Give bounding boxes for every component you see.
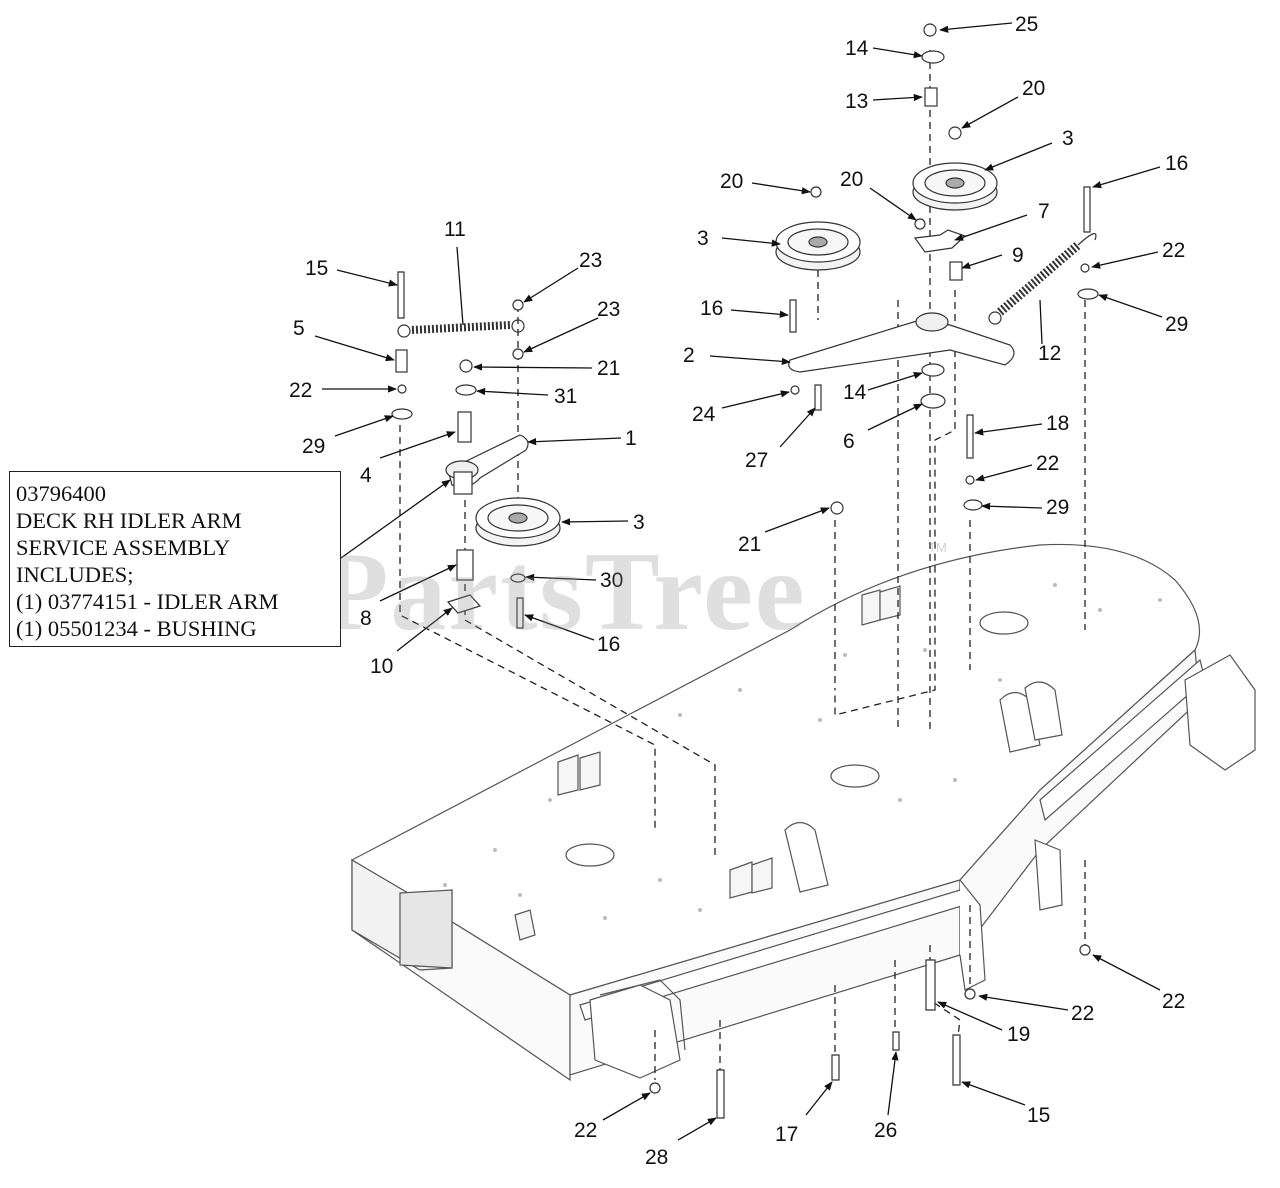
callout-18: 18 [1046, 412, 1069, 435]
callout-2: 2 [683, 344, 695, 367]
parts [391, 23, 1099, 1119]
watermark: PartsTree [320, 530, 807, 654]
callout-22c: 22 [1036, 452, 1059, 475]
callout-20a: 20 [1022, 77, 1045, 100]
idler-arm-2 [788, 319, 1015, 373]
callout-1: 1 [625, 427, 637, 450]
callout-12: 12 [1038, 342, 1061, 365]
callout-3b: 3 [697, 227, 709, 250]
callout-22e: 22 [1071, 1002, 1094, 1025]
callout-20c: 20 [840, 168, 863, 191]
callout-22f: 22 [574, 1119, 597, 1142]
service-assembly-label: 03796400 DECK RH IDLER ARM SERVICE ASSEM… [9, 471, 341, 647]
idler-pulley-top-left [775, 221, 861, 271]
callout-10: 10 [370, 655, 393, 678]
callout-23a: 23 [579, 249, 602, 272]
mower-deck [350, 543, 1256, 1082]
label-line-4: INCLUDES; [16, 562, 134, 587]
leader-lines [314, 22, 1163, 1141]
label-line-2: DECK RH IDLER ARM [16, 508, 242, 533]
callout-21b: 21 [738, 533, 761, 556]
callout-3a: 3 [1062, 127, 1074, 150]
label-line-3: SERVICE ASSEMBLY [16, 535, 231, 560]
callout-29c: 29 [1046, 496, 1069, 519]
callout-3c: 3 [633, 511, 645, 534]
callout-5: 5 [293, 317, 305, 340]
callout-19: 19 [1007, 1023, 1030, 1046]
callout-22b: 22 [289, 379, 312, 402]
callout-27: 27 [745, 449, 768, 472]
callout-4: 4 [360, 464, 372, 487]
assembly-lines [399, 50, 1086, 1080]
callout-15a: 15 [305, 257, 328, 280]
callout-14a: 14 [845, 37, 869, 60]
callout-31: 31 [554, 385, 577, 408]
callout-15b: 15 [1027, 1104, 1050, 1127]
callout-16a: 16 [1165, 152, 1188, 175]
callout-21a: 21 [597, 357, 620, 380]
callout-7: 7 [1038, 200, 1050, 223]
callout-16c: 16 [597, 633, 620, 656]
label-part-number: 03796400 [16, 481, 106, 506]
callout-24: 24 [692, 403, 716, 426]
callout-23b: 23 [597, 298, 620, 321]
callout-26: 26 [874, 1119, 897, 1142]
callout-11: 11 [444, 218, 466, 241]
callout-20b: 20 [720, 170, 743, 193]
callout-22d: 22 [1162, 990, 1185, 1013]
callout-numbers: 25 14 13 20 3 16 20 20 7 3 9 22 11 15 23… [289, 13, 1188, 1169]
callout-30: 30 [600, 569, 623, 592]
callout-28: 28 [645, 1146, 668, 1169]
callout-29a: 29 [1165, 313, 1188, 336]
spring-12 [997, 241, 1081, 316]
idler-pulley-top-right [912, 162, 998, 211]
callout-22a: 22 [1162, 239, 1185, 262]
idler-pulley-left [475, 497, 561, 547]
callout-14b: 14 [843, 381, 867, 404]
callout-13: 13 [845, 90, 868, 113]
label-line-6: (1) 05501234 - BUSHING [16, 616, 257, 641]
callout-6: 6 [843, 430, 855, 453]
callout-16b: 16 [700, 297, 723, 320]
label-line-5: (1) 03774151 - IDLER ARM [16, 589, 279, 614]
callout-25a: 25 [1015, 13, 1038, 36]
callout-29b: 29 [302, 435, 325, 458]
watermark-trademark: TM [928, 540, 947, 555]
callout-17: 17 [775, 1123, 798, 1146]
callout-9: 9 [1012, 244, 1024, 267]
callout-8: 8 [360, 607, 372, 630]
spring-11 [411, 321, 511, 334]
